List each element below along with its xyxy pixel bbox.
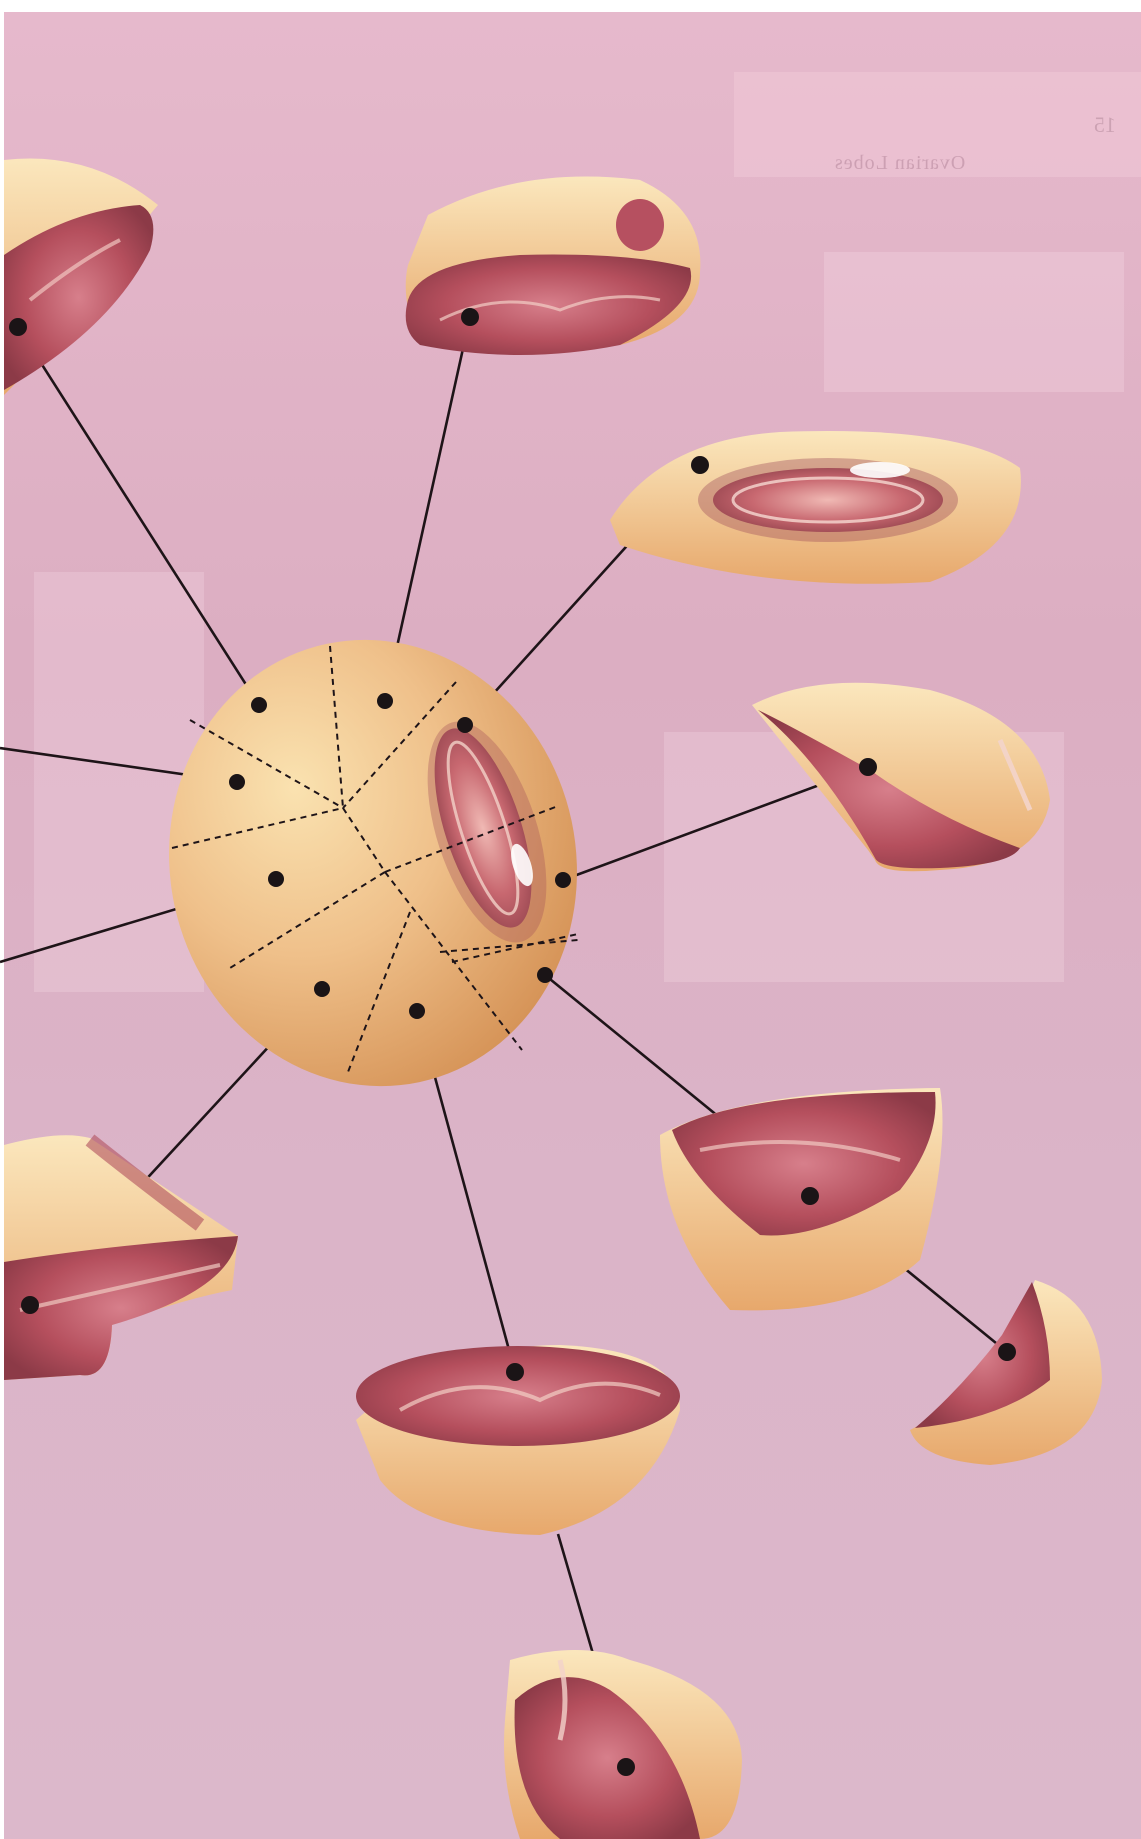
pointer-dot [691,456,709,474]
slice-right-middle [752,683,1050,872]
slice-bottom [504,1650,742,1839]
section-marker [457,717,473,733]
slice-left-lower [4,1135,238,1380]
section-marker [314,981,330,997]
pointer-dot [21,1296,39,1314]
slice-top-center [406,177,701,355]
pointer-dot [461,308,479,326]
pointer-dot [506,1363,524,1381]
slice-top-left [4,158,158,395]
central-ovoid [128,602,618,1125]
slice-far-right [910,1280,1102,1465]
section-marker [537,967,553,983]
section-marker [377,693,393,709]
slice-right-lower [660,1088,943,1310]
pointer-dot [998,1343,1016,1361]
slice-right-upper [610,431,1021,584]
section-marker [555,872,571,888]
slice-bottom-center [356,1345,680,1535]
pointer-dot [9,318,27,336]
pointer-dot [801,1187,819,1205]
section-marker [251,697,267,713]
pointer-dot [617,1758,635,1776]
section-marker [229,774,245,790]
section-marker [268,871,284,887]
pointer-dot [859,758,877,776]
section-marker [409,1003,425,1019]
